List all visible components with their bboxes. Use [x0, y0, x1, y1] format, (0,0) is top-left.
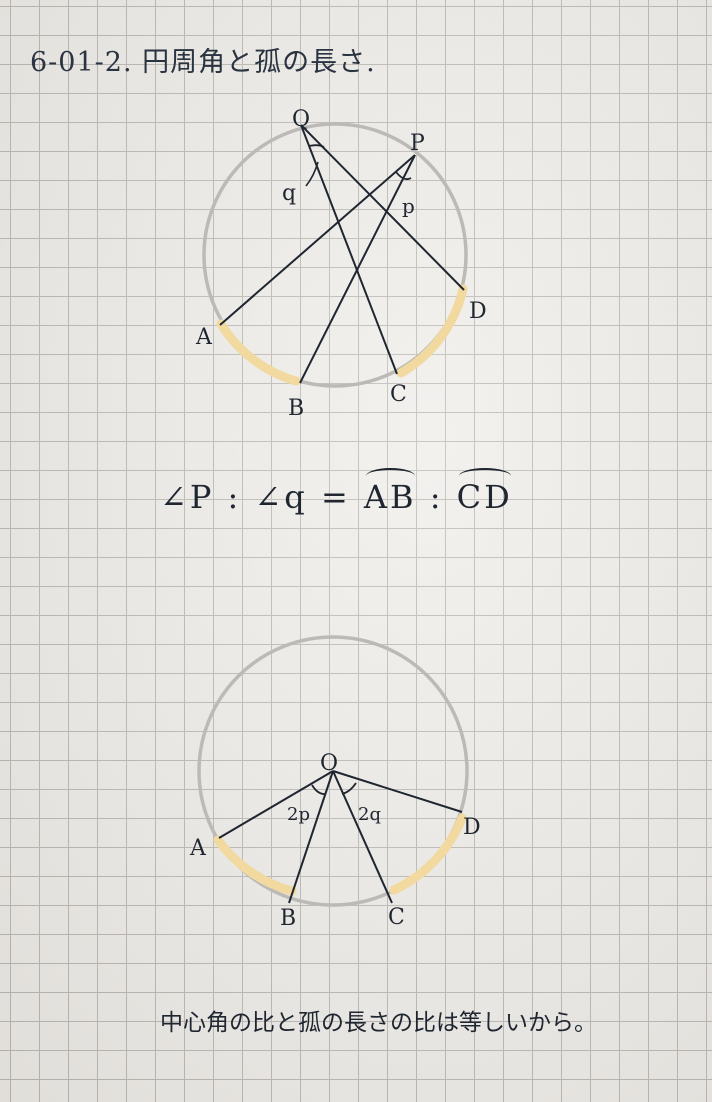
- radius-oc: [332, 770, 393, 904]
- angle-2p-arc: [311, 784, 327, 795]
- circle-1: [202, 122, 468, 388]
- label-b-2: B: [280, 906, 296, 931]
- label-a: A: [195, 325, 213, 350]
- label-angle-2p: 2p: [287, 804, 310, 825]
- label-d-2: D: [463, 815, 481, 840]
- label-angle-2q: 2q: [358, 804, 381, 825]
- page-title: 6-01-2. 円周角と孤の長さ.: [30, 47, 376, 78]
- arc-ab-highlight-2: [213, 835, 297, 896]
- radius-od: [332, 770, 463, 813]
- formula-equals: =: [320, 478, 351, 516]
- formula-arc-ab: AB: [363, 468, 417, 516]
- label-a-2: A: [189, 836, 207, 861]
- segment-qd: [300, 124, 465, 291]
- angle-2q-arc: [341, 782, 357, 795]
- arc-ab-highlight: [216, 319, 301, 386]
- angle-q-pointer: [305, 161, 319, 187]
- segment-pa: [219, 154, 416, 326]
- formula-arc-cd: CD: [456, 468, 513, 516]
- label-angle-p: p: [402, 194, 415, 218]
- segment-pb: [299, 154, 416, 384]
- label-c: C: [390, 382, 407, 407]
- label-c-2: C: [388, 905, 405, 930]
- circle-2: [197, 635, 469, 907]
- figure-central-angles: O A B C D 2p 2q: [189, 635, 481, 931]
- ratio-formula: ∠P : ∠q = AB : CD: [160, 468, 513, 516]
- label-angle-q: q: [282, 181, 296, 206]
- conclusion-text: 中心角の比と孤の長さの比は等しいから。: [160, 1010, 597, 1036]
- formula-colon-2: :: [429, 478, 444, 516]
- arc-cd-highlight: [396, 284, 468, 378]
- label-p: P: [410, 131, 425, 156]
- angle-p-arc: [395, 171, 412, 181]
- formula-colon-1: :: [227, 478, 242, 516]
- figure-inscribed-angles: Q P A B C D q p: [195, 107, 487, 421]
- arc-cd-highlight-2: [389, 813, 467, 895]
- label-d: D: [469, 299, 487, 324]
- segment-qc: [300, 124, 398, 375]
- radius-ob: [288, 770, 334, 904]
- formula-angle-p: ∠P: [160, 478, 215, 516]
- angle-q-arc: [308, 144, 325, 148]
- label-b: B: [288, 396, 304, 421]
- label-o: O: [320, 751, 338, 776]
- label-q: Q: [292, 107, 310, 132]
- formula-angle-q: ∠q: [254, 478, 308, 516]
- radius-oa: [218, 770, 334, 839]
